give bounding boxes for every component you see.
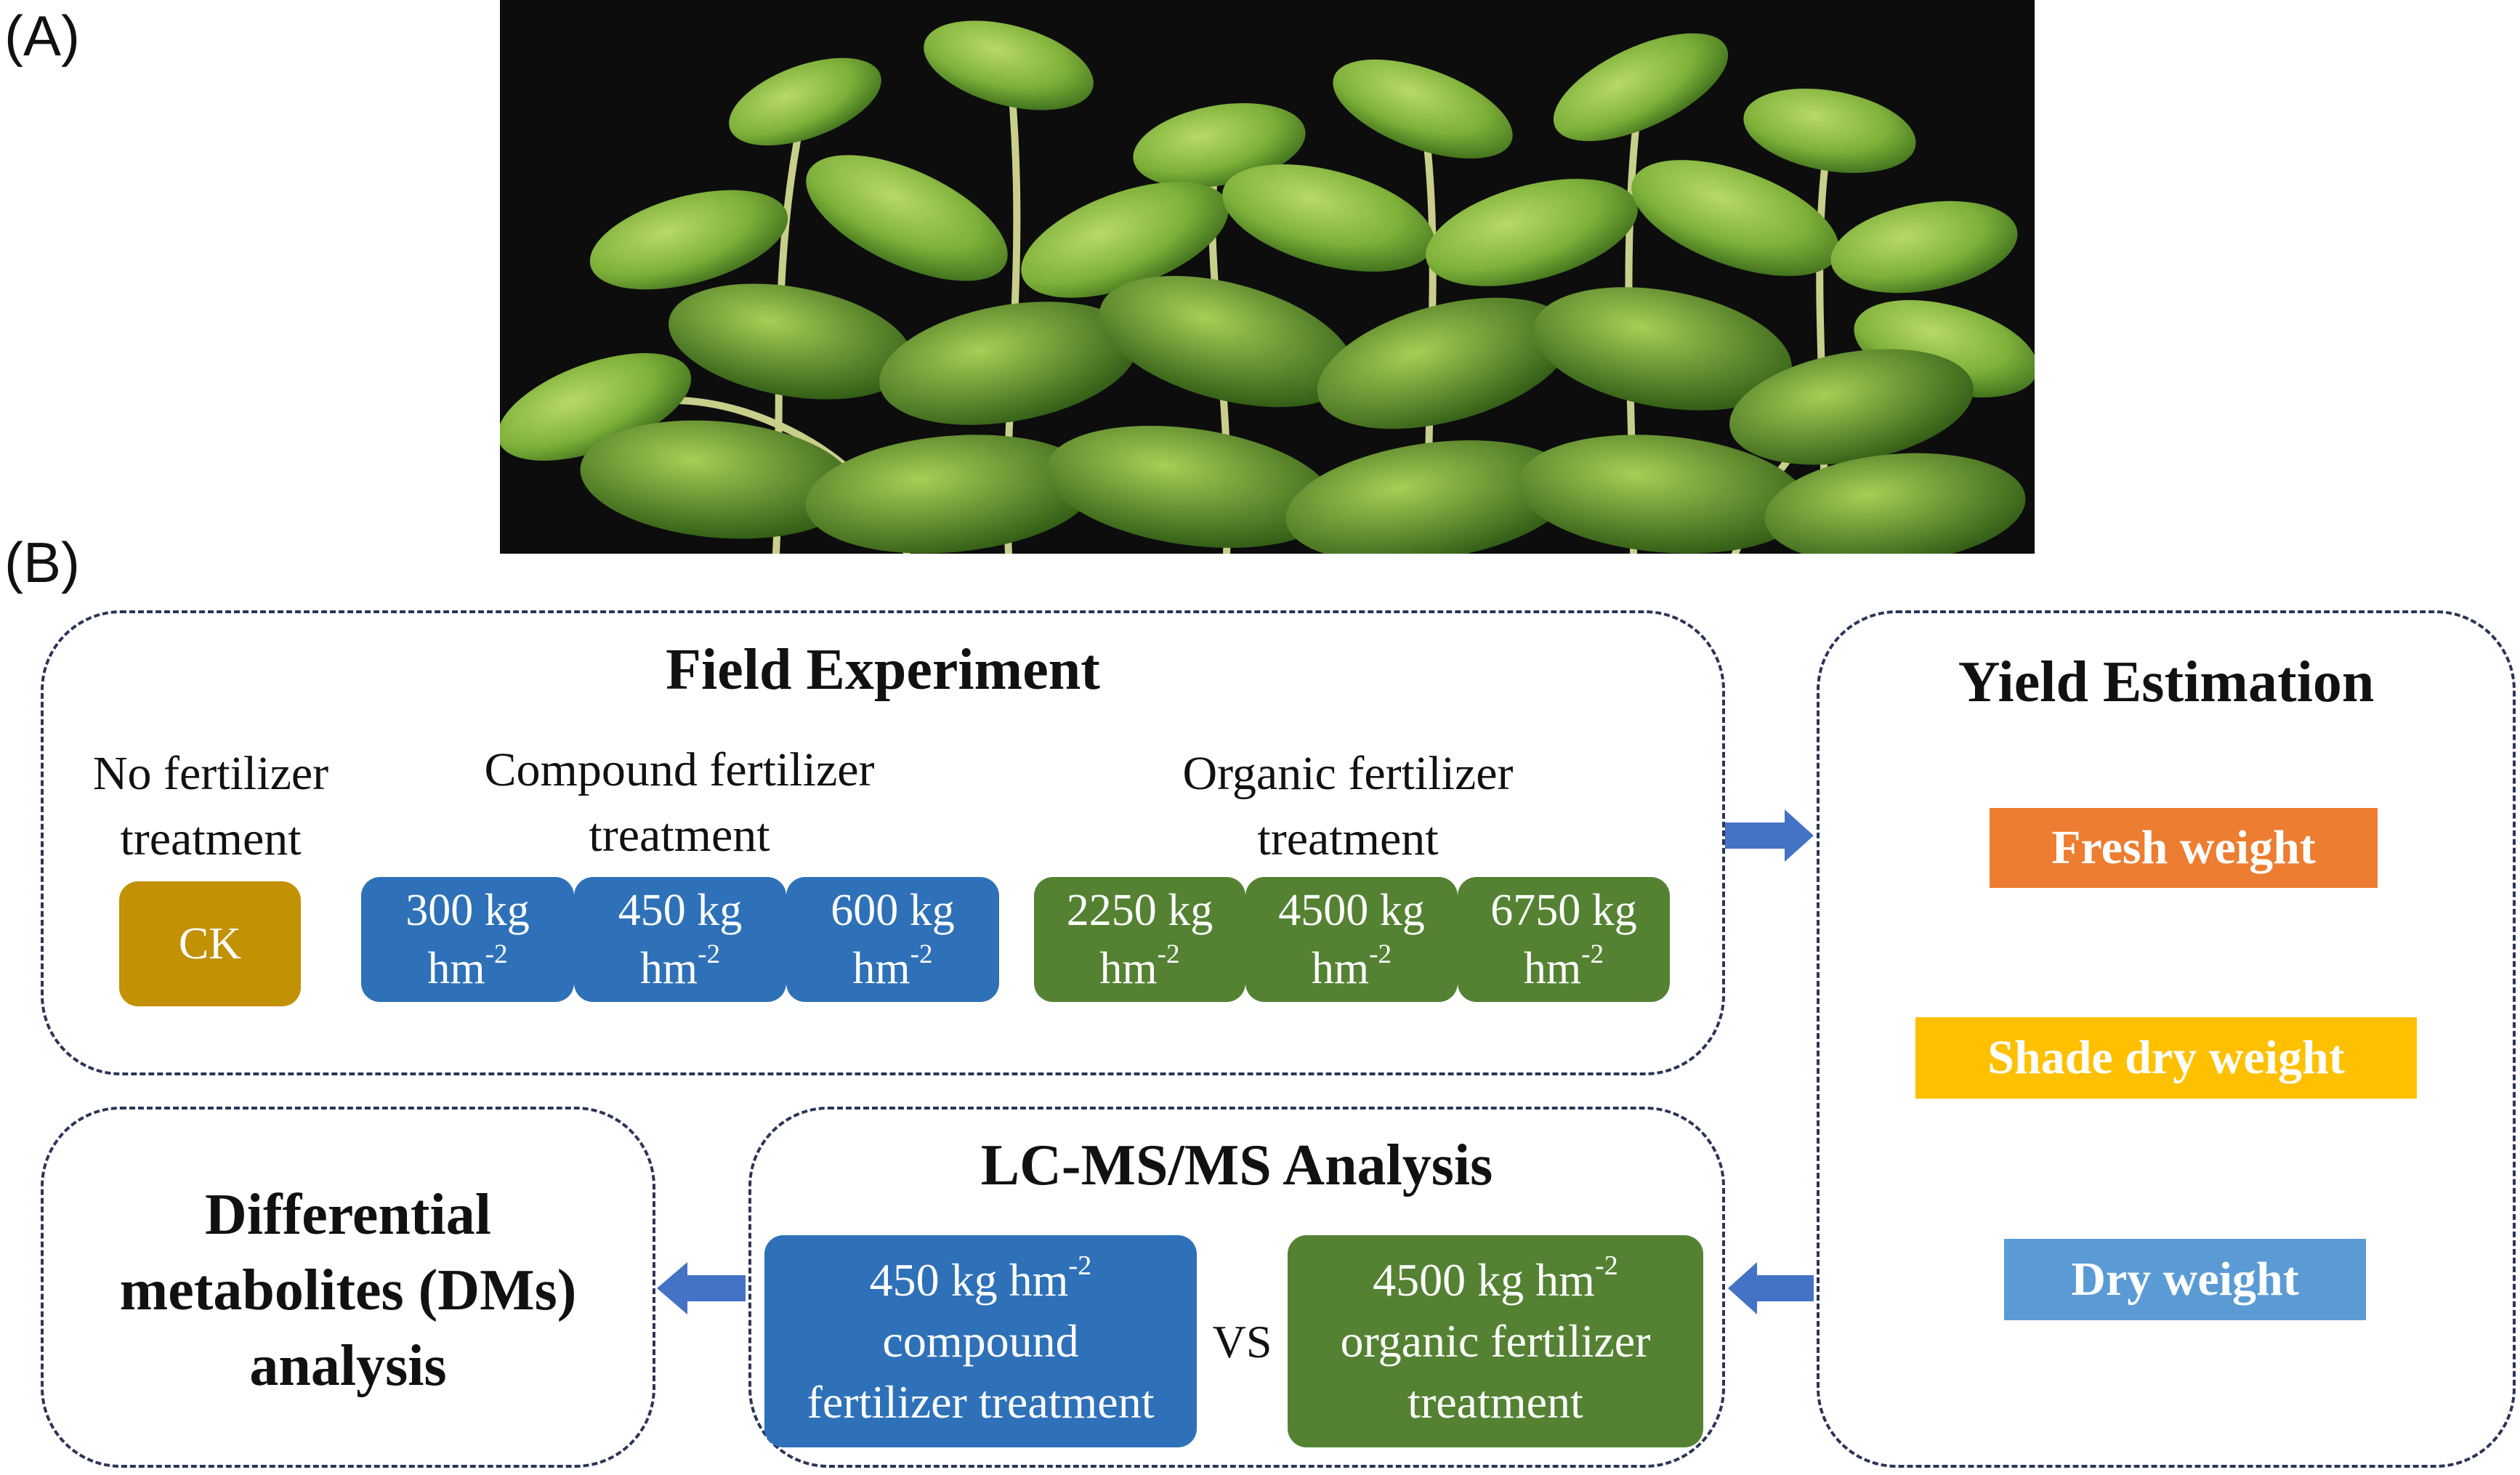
compound-300-tile: 300 kg hm-2 <box>361 877 574 1002</box>
fresh-weight-bar: Fresh weight <box>1990 808 2378 888</box>
tile-unit-line: hm-2 <box>852 939 932 998</box>
no-fertilizer-label-line2: treatment <box>120 812 302 865</box>
tile-amount: 600 kg <box>831 886 955 935</box>
compound-fertilizer-label-line1: Compound fertilizer <box>484 743 875 796</box>
tile-exponent: -2 <box>485 939 508 970</box>
lcms-compound-tile: 450 kg hm-2 compound fertilizer treatmen… <box>764 1235 1197 1447</box>
plant-illustration <box>500 0 2035 554</box>
tile-exponent: -2 <box>910 939 933 970</box>
dms-title-line3: analysis <box>249 1334 447 1398</box>
arrow-left-icon <box>657 1262 746 1314</box>
panel-label-b: (B) <box>4 530 80 594</box>
organic-fertilizer-label: Organic fertilizer treatment <box>1046 741 1649 872</box>
panel-label-a: (A) <box>4 4 80 68</box>
lcms-right-line3: treatment <box>1408 1376 1583 1428</box>
organic-6750-tile: 6750 kg hm-2 <box>1458 877 1670 1002</box>
tile-exponent: -2 <box>698 939 721 970</box>
tile-unit: hm <box>1311 944 1370 993</box>
dms-title-line2: metabolites (DMs) <box>119 1258 577 1322</box>
tile-amount: 300 kg <box>405 886 530 935</box>
no-fertilizer-label-line1: No fertilizer <box>92 747 329 800</box>
yield-estimation-title: Yield Estimation <box>1958 650 2375 714</box>
tile-unit-line: hm-2 <box>427 939 507 998</box>
lcms-left-dose: 450 kg hm <box>869 1254 1069 1306</box>
tile-exponent: -2 <box>1369 939 1392 970</box>
compound-600-tile: 600 kg hm-2 <box>786 877 999 1002</box>
field-experiment-box <box>41 610 1725 1075</box>
tile-unit: hm <box>427 944 485 993</box>
dry-weight-bar: Dry weight <box>2004 1239 2366 1320</box>
lcms-left-line2: compound <box>882 1315 1079 1367</box>
tile-unit-line: hm-2 <box>1524 939 1604 998</box>
lcms-organic-tile: 4500 kg hm-2 organic fertilizer treatmen… <box>1288 1235 1703 1447</box>
shade-dry-weight-bar: Shade dry weight <box>1915 1017 2417 1099</box>
compound-fertilizer-label: Compound fertilizer treatment <box>378 738 981 868</box>
dms-title-line1: Differential <box>205 1183 491 1247</box>
lcms-right-dose: 4500 kg hm <box>1373 1254 1595 1306</box>
compound-fertilizer-label-line2: treatment <box>589 809 770 862</box>
arrow-left-icon <box>1728 1262 1814 1314</box>
organic-4500-tile: 4500 kg hm-2 <box>1245 877 1458 1002</box>
compound-450-tile: 450 kg hm-2 <box>574 877 786 1002</box>
tile-unit-line: hm-2 <box>640 939 720 998</box>
organic-fertilizer-label-line2: treatment <box>1257 812 1439 865</box>
lcms-right-exponent: -2 <box>1594 1250 1618 1282</box>
tile-amount: 450 kg <box>618 886 743 935</box>
lcms-left-exponent: -2 <box>1068 1250 1092 1282</box>
tile-unit-line: hm-2 <box>1312 939 1392 998</box>
tile-unit-line: hm-2 <box>1099 939 1179 998</box>
dms-analysis-box <box>41 1107 655 1468</box>
tile-unit: hm <box>639 944 698 993</box>
organic-fertilizer-label-line1: Organic fertilizer <box>1182 747 1514 800</box>
dms-analysis-title: Differential metabolites (DMs) analysis <box>41 1177 655 1404</box>
lcms-right-line2: organic fertilizer <box>1340 1315 1651 1367</box>
tile-amount: 4500 kg <box>1278 886 1425 935</box>
lcms-analysis-box <box>748 1107 1725 1468</box>
no-fertilizer-label: No fertilizer treatment <box>44 741 378 872</box>
lcms-analysis-title: LC-MS/MS Analysis <box>980 1133 1493 1197</box>
tile-amount: 2250 kg <box>1066 886 1213 935</box>
tile-unit: hm <box>1099 944 1158 993</box>
organic-2250-tile: 2250 kg hm-2 <box>1034 877 1245 1002</box>
field-experiment-title: Field Experiment <box>666 638 1100 702</box>
lcms-left-line3: fertilizer treatment <box>807 1376 1155 1428</box>
tile-unit: hm <box>852 944 910 993</box>
vs-label: VS <box>1212 1316 1272 1367</box>
plant-photo <box>500 0 2035 554</box>
ck-tile: CK <box>119 881 301 1006</box>
yield-estimation-box <box>1817 610 2516 1468</box>
tile-unit: hm <box>1523 944 1582 993</box>
lcms-left-line1: 450 kg hm-2 <box>870 1250 1092 1311</box>
tile-exponent: -2 <box>1157 939 1180 970</box>
tile-amount: 6750 kg <box>1490 886 1637 935</box>
lcms-right-line1: 4500 kg hm-2 <box>1373 1250 1618 1311</box>
tile-exponent: -2 <box>1581 939 1604 970</box>
arrow-right-icon <box>1725 809 1814 862</box>
